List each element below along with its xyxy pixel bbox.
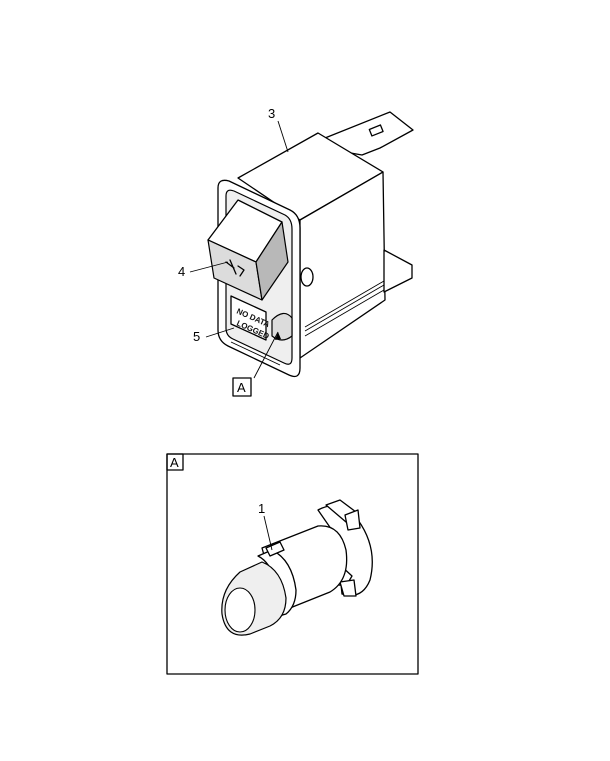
leader-5 <box>205 327 235 338</box>
bottom-terminal-blade <box>383 249 413 293</box>
detail-reference-label: A <box>237 380 246 395</box>
bulb-tip <box>224 587 256 633</box>
paddle-symbol <box>225 259 245 277</box>
legend-window <box>230 295 267 341</box>
detail-frame <box>166 453 419 675</box>
leader-1 <box>263 515 273 551</box>
leader-A <box>253 331 279 379</box>
callout-1: 1 <box>258 501 265 516</box>
terminal-slot <box>368 124 384 137</box>
callout-4: 4 <box>178 264 185 279</box>
detail-label: A <box>170 455 179 470</box>
rocker-paddle-side <box>255 221 289 301</box>
detail-reference-box <box>232 377 252 397</box>
detail-a-panel: A 1 <box>166 453 419 675</box>
leader-4 <box>189 261 229 273</box>
detail-label-box <box>166 453 184 471</box>
indicator-lamp <box>271 312 293 341</box>
rocker-switch-assembly: NO DATA LOGGED 3 4 5 A <box>178 106 414 397</box>
leader-3 <box>277 120 289 153</box>
callout-5: 5 <box>193 329 200 344</box>
callout-3: 3 <box>268 106 275 121</box>
housing-dimple <box>300 267 314 287</box>
